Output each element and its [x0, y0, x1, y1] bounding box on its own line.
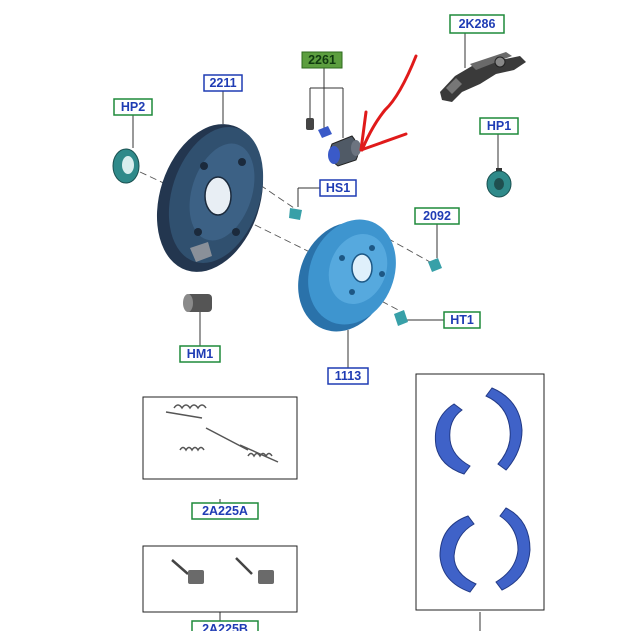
- label-2092[interactable]: 2092: [414, 207, 460, 225]
- label-hp2-text: HP2: [121, 100, 145, 114]
- leader-lines: [132, 33, 499, 631]
- wheel-cylinder: [306, 118, 361, 167]
- label-2a225b-text: 2A225B: [202, 622, 248, 631]
- label-2211-text: 2211: [209, 76, 236, 90]
- brake-drum: [298, 219, 396, 332]
- brake-backplate: [156, 124, 264, 272]
- bushing-hm1: [183, 294, 212, 312]
- label-2261[interactable]: 2261: [301, 51, 343, 69]
- red-arrow: [359, 54, 418, 152]
- hub-nut-hp1: [486, 168, 512, 198]
- screw-ht1: [394, 310, 408, 326]
- label-2261-text: 2261: [308, 53, 336, 67]
- label-2k286[interactable]: 2K286: [449, 14, 505, 34]
- label-hm1-text: HM1: [187, 347, 213, 361]
- springs-kit-box: [142, 396, 298, 480]
- label-hs1-text: HS1: [326, 181, 350, 195]
- label-hp2[interactable]: HP2: [113, 98, 153, 116]
- label-hp1-text: HP1: [487, 119, 511, 133]
- label-2a225a-text: 2A225A: [202, 504, 248, 518]
- label-ht1[interactable]: HT1: [443, 311, 481, 329]
- label-2211[interactable]: 2211: [203, 74, 243, 92]
- label-ht1-text: HT1: [450, 313, 474, 327]
- label-hp1[interactable]: HP1: [479, 117, 519, 135]
- seal-hp2: [112, 148, 140, 184]
- label-hs1[interactable]: HS1: [319, 179, 357, 197]
- bolt-hs1: [289, 208, 302, 220]
- brake-shoes-box: [415, 373, 545, 611]
- label-2a225b[interactable]: 2A225B: [191, 620, 259, 631]
- hardware-kit-box: [142, 545, 298, 613]
- label-2a225a[interactable]: 2A225A: [191, 502, 259, 520]
- label-1113-text: 1113: [335, 369, 361, 383]
- label-1113[interactable]: 1113: [327, 367, 369, 385]
- adjuster-strut: [440, 52, 526, 102]
- label-hm1[interactable]: HM1: [179, 345, 221, 363]
- label-2k286-text: 2K286: [459, 17, 496, 31]
- label-2092-text: 2092: [423, 209, 451, 223]
- stud-2092: [428, 258, 442, 272]
